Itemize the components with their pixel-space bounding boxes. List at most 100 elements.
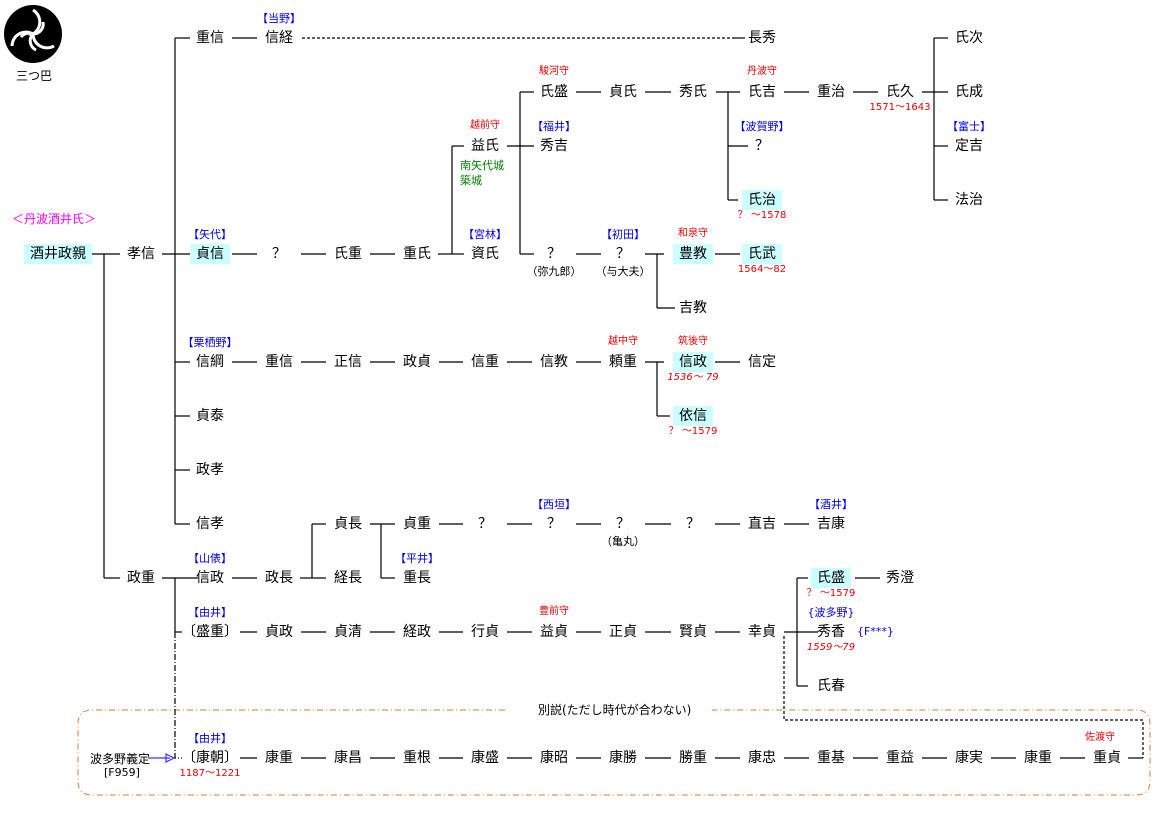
person-name: 貞重	[403, 516, 431, 532]
person-name: 重治	[817, 84, 845, 100]
person-name: ？	[547, 516, 561, 532]
person-name: 秀氏	[679, 84, 707, 100]
person-name: 〔康朝〕	[182, 750, 238, 766]
person-name: 勝重	[679, 750, 707, 766]
person-name: ？	[686, 516, 700, 532]
person-name: ？	[616, 246, 630, 262]
hatano-yoshisada: 波多野義定	[90, 752, 151, 766]
person-name: 定吉	[955, 138, 983, 154]
court-title: 越中守	[608, 336, 638, 347]
person-name: 吉教	[679, 300, 707, 316]
person-name: 信定	[748, 354, 776, 370]
person-name: 貞氏	[609, 84, 637, 100]
person-name: 法治	[955, 192, 983, 208]
person-name: 重基	[817, 750, 845, 766]
person-name: 康勝	[609, 750, 637, 766]
person-name: 信政	[673, 352, 713, 372]
clan-label: 【西垣】	[532, 498, 576, 511]
clan-label: 【由井】	[188, 732, 232, 745]
clan-label: 【由井】	[188, 606, 232, 619]
person-name: 益貞	[540, 624, 568, 640]
person-name: 氏成	[955, 84, 983, 100]
person-name: ？	[547, 246, 561, 262]
clan-label: 【平井】	[395, 552, 439, 565]
clan-label: 【山俵】	[188, 552, 232, 565]
person-name: 秀香	[817, 624, 845, 640]
person-name: 康昌	[334, 750, 362, 766]
person-name: 酒井政親	[24, 244, 92, 264]
mitsudomoe-crest-icon	[3, 4, 63, 68]
life-dates: ？ ～1579	[806, 588, 856, 599]
person-name: 正貞	[609, 624, 637, 640]
person-name: 信教	[540, 354, 568, 370]
person-name: 直吉	[748, 516, 776, 532]
person-name: 重信	[196, 30, 224, 46]
person-name: 信綱	[196, 354, 224, 370]
person-name: 氏久	[886, 84, 914, 100]
person-name: 氏盛	[811, 568, 851, 588]
person-name: 氏次	[955, 30, 983, 46]
life-dates: 1564～82	[737, 264, 787, 275]
person-name: 康実	[955, 750, 983, 766]
person-name: 貞政	[265, 624, 293, 640]
alias-note: （弥九郎）	[526, 265, 582, 278]
clan-label: 【宮林】	[463, 228, 507, 241]
family-title: ＜丹波酒井氏＞	[12, 212, 97, 226]
hatano-code: [F959]	[104, 766, 140, 779]
clan-label: 【当野】	[257, 12, 301, 25]
person-name: 政孝	[196, 462, 224, 478]
person-name: 重根	[403, 750, 431, 766]
person-name: ？	[755, 138, 769, 154]
person-name: 経長	[334, 570, 362, 586]
person-name: 氏武	[742, 244, 782, 264]
person-name: 政重	[127, 570, 155, 586]
person-name: 貞泰	[196, 408, 224, 424]
person-name: 幸貞	[748, 624, 776, 640]
person-name: 依信	[673, 406, 713, 426]
clan-label: 【福井】	[532, 120, 576, 133]
person-name: 康盛	[471, 750, 499, 766]
person-name: 氏春	[817, 678, 845, 694]
person-name: ？	[272, 246, 286, 262]
person-name: 益氏	[471, 138, 499, 154]
person-name: 康忠	[748, 750, 776, 766]
life-dates: ？ ～1579	[668, 426, 718, 437]
castle-note: 南矢代城	[460, 159, 504, 172]
person-name: 資氏	[471, 246, 499, 262]
castle-note: 築城	[460, 174, 482, 187]
life-dates: 1536～ 79	[667, 372, 719, 383]
person-name: 政長	[265, 570, 293, 586]
crest-label: 三つ巴	[16, 69, 53, 83]
person-name: 康重	[1024, 750, 1052, 766]
person-name: 重氏	[403, 246, 431, 262]
person-name: 信重	[471, 354, 499, 370]
person-name: 氏吉	[748, 84, 776, 100]
person-name: 氏重	[334, 246, 362, 262]
court-title: 丹波守	[747, 66, 777, 77]
court-title: 豊前守	[539, 606, 569, 617]
person-name: 賢貞	[679, 624, 707, 640]
person-name: 重信	[265, 354, 293, 370]
person-name: 氏盛	[540, 84, 568, 100]
person-name: 貞長	[334, 516, 362, 532]
clan-label: 【富士】	[947, 120, 991, 133]
person-name: 頼重	[609, 354, 637, 370]
clan-label: {波多野}	[807, 606, 855, 619]
person-name: 秀吉	[540, 138, 568, 154]
person-name: 行貞	[471, 624, 499, 640]
person-name: 康重	[265, 750, 293, 766]
person-name: 康昭	[540, 750, 568, 766]
alt-theory-label: 別説(ただし時代が合わない)	[534, 701, 696, 718]
court-title: 和泉守	[678, 228, 708, 239]
person-name: 氏治	[742, 190, 782, 210]
life-dates: ？ ～1578	[737, 210, 787, 221]
alias-note: （与大夫）	[595, 265, 651, 278]
life-dates: 1559～79	[806, 642, 856, 653]
court-title: 佐渡守	[1085, 732, 1115, 743]
person-name: 豊教	[673, 244, 713, 264]
dotted-alt-link-line	[783, 636, 1144, 758]
person-name: 経政	[403, 624, 431, 640]
life-dates: 1187～1221	[179, 768, 241, 779]
person-name: 信政	[196, 570, 224, 586]
